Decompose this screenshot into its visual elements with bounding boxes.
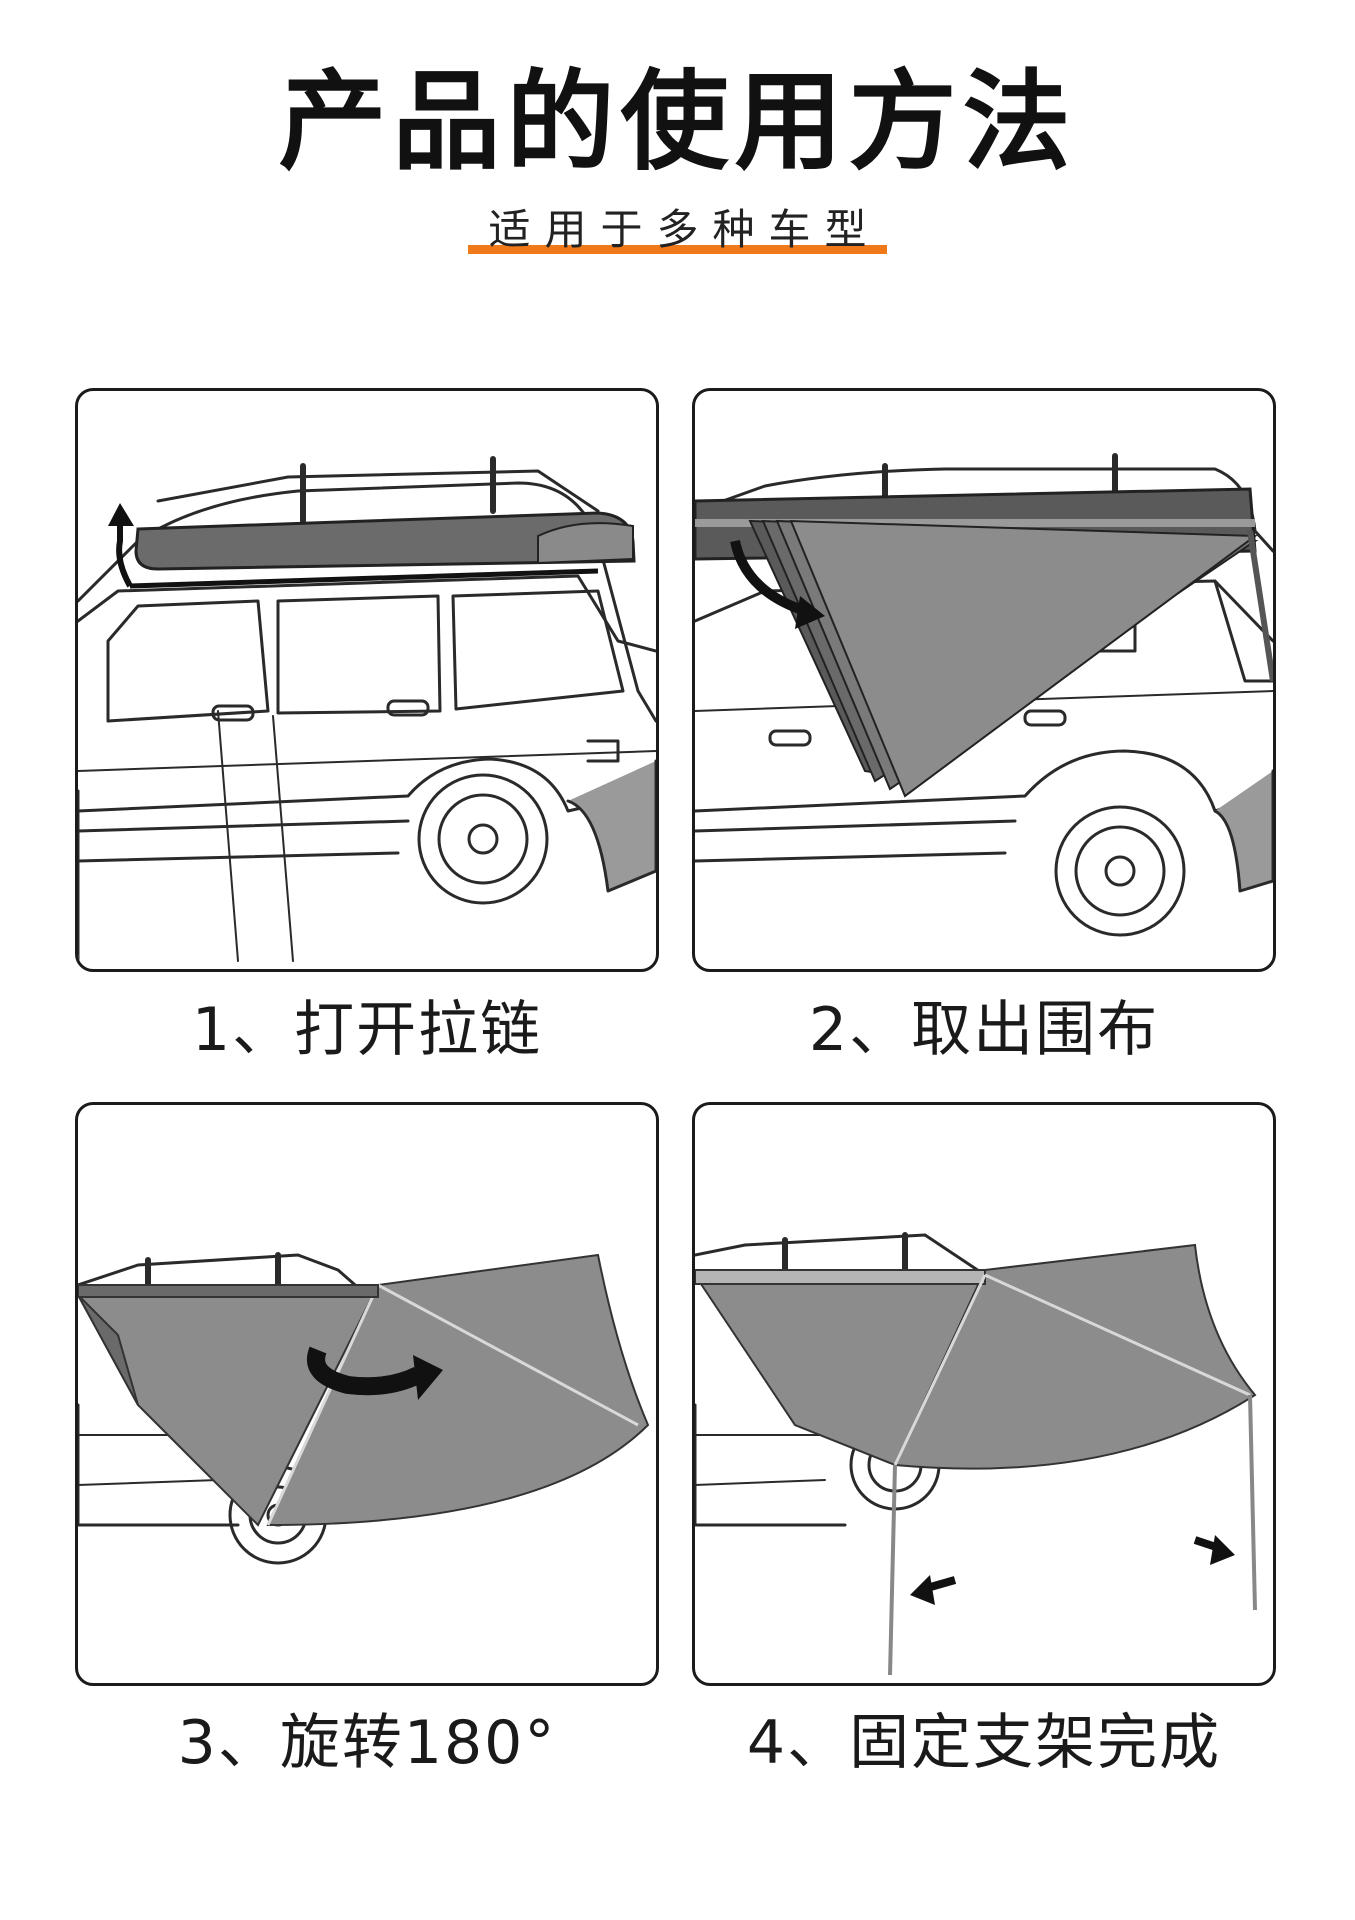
arrow-up-icon [116, 521, 133, 588]
step-4-illustration [695, 1232, 1257, 1676]
step-1-panel [75, 388, 659, 972]
arrow-curve-icon [730, 539, 807, 616]
step-3-illustration [78, 1252, 650, 1565]
step-3-caption: 3、旋转180° [177, 1708, 557, 1778]
step-2-panel [692, 388, 1276, 972]
step-3-panel [75, 1102, 659, 1686]
subtitle-block: 适用于多种车型 [0, 202, 1355, 258]
step-2-caption: 2、取出围布 [808, 995, 1160, 1065]
step-1-illustration [78, 456, 656, 969]
step-2-illustration [695, 453, 1273, 937]
page-title: 产品的使用方法 [278, 60, 1077, 185]
step-4-panel [692, 1102, 1276, 1686]
subtitle-text: 适用于多种车型 [488, 205, 881, 254]
subtitle: 适用于多种车型 [468, 202, 887, 258]
step-4-caption: 4、固定支架完成 [746, 1708, 1222, 1778]
step-1-caption: 1、打开拉链 [191, 995, 543, 1065]
rotate-arrow-icon [307, 1346, 423, 1396]
